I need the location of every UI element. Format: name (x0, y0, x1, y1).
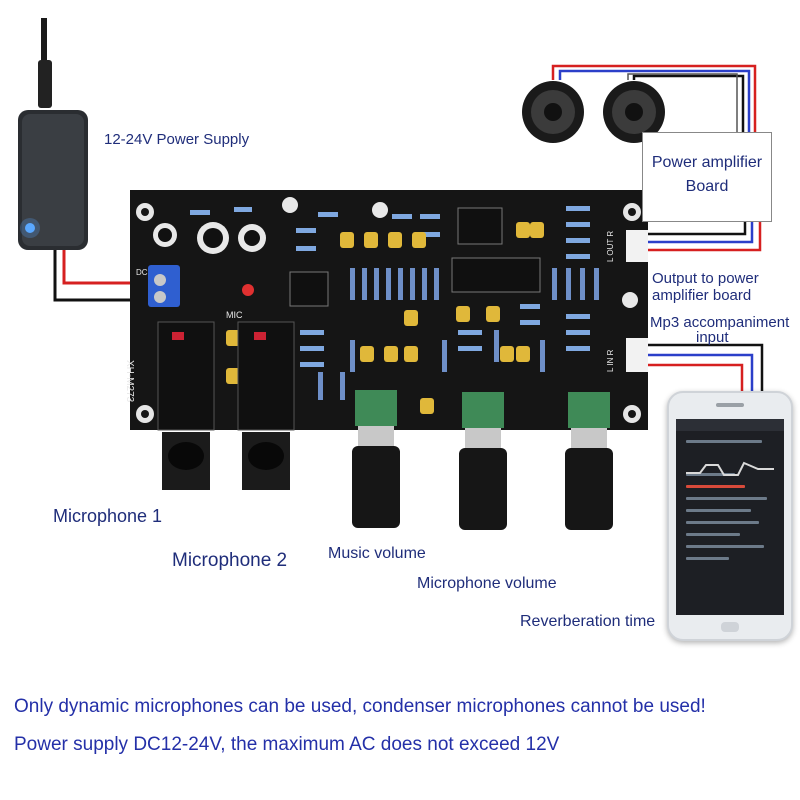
note-power-supply: Power supply DC12-24V, the maximum AC do… (14, 734, 560, 755)
power-amplifier-board-line2: Board (685, 178, 729, 195)
note-dynamic-microphones: Only dynamic microphones can be used, co… (14, 696, 706, 717)
microphone-1-label: Microphone 1 (53, 506, 163, 526)
output-to-amp-line2: amplifier board (652, 287, 752, 304)
power-supply-label: 12-24V Power Supply (104, 131, 250, 148)
reverberation-time-pot (565, 392, 613, 530)
board-in-label: L IN R (606, 349, 615, 372)
wire-dc-black (53, 250, 156, 302)
board-out-label: L OUT R (606, 230, 615, 262)
mp3-input-line1: Mp3 accompaniment (650, 314, 790, 331)
music-volume-pot (352, 390, 400, 528)
power-supply-adapter (18, 110, 88, 250)
microphone-volume-pot (459, 392, 507, 530)
phone-home-button (721, 622, 739, 632)
output-to-amp-line1: Output to power (652, 270, 759, 287)
power-amplifier-board-box: Power amplifier Board (642, 132, 772, 222)
mp3-input-line2: input (696, 329, 729, 346)
reverberation-time-label: Reverberation time (520, 613, 656, 630)
phone-speaker (716, 403, 744, 407)
smartphone (667, 391, 793, 641)
phone-screen (676, 419, 784, 615)
mic-jack-2-socket (242, 432, 290, 490)
mic-jack-1-socket (162, 432, 210, 490)
music-volume-label: Music volume (328, 545, 426, 562)
board-dc-label: DC (136, 268, 148, 277)
power-amplifier-board-line1: Power amplifier (651, 154, 763, 171)
amplifier-pcb (130, 190, 648, 431)
board-mic-label: MIC (226, 310, 243, 320)
pitch-wave-icon (686, 461, 774, 476)
speaker-right (603, 81, 665, 143)
cable-strain-relief (38, 60, 52, 108)
wire-dc-red (62, 250, 156, 285)
speaker-left (522, 81, 584, 143)
microphone-volume-label: Microphone volume (417, 575, 557, 592)
board-model-label: XH-M273 (124, 360, 135, 403)
microphone-2-label: Microphone 2 (172, 550, 288, 571)
